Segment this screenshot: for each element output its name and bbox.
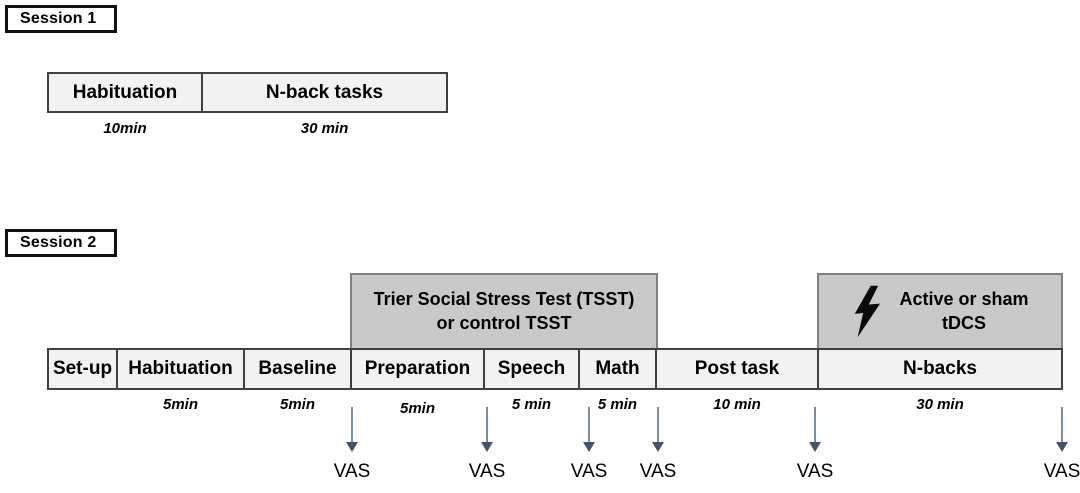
- vas-label: VAS: [570, 461, 608, 482]
- block-nback-tasks-s1: N-back tasks: [201, 72, 448, 113]
- vas-label: VAS: [468, 461, 506, 482]
- overlay-tdcs: Active or sham tDCS: [817, 273, 1063, 350]
- down-arrow-icon: [346, 407, 358, 452]
- lightning-bolt-icon: [855, 285, 881, 337]
- duration-n-backs: 30 min: [916, 396, 964, 413]
- down-arrow-icon: [652, 407, 664, 452]
- down-arrow-icon: [583, 407, 595, 452]
- block-label: N-back tasks: [265, 81, 384, 103]
- overlay-tsst: Trier Social Stress Test (TSST) or contr…: [350, 273, 658, 350]
- block-label: Math: [595, 358, 640, 379]
- block-label: Post task: [694, 358, 780, 379]
- down-arrow-icon: [1056, 407, 1068, 452]
- duration-math: 5 min: [597, 396, 638, 413]
- duration-habituation-s1: 10min: [103, 120, 147, 137]
- block-habituation-s1: Habituation: [47, 72, 203, 113]
- block-label: Set-up: [52, 358, 113, 379]
- down-arrow-icon: [481, 407, 493, 452]
- block-label: Habituation: [128, 358, 233, 379]
- block-baseline: Baseline: [243, 348, 352, 390]
- tdcs-label: Active or sham tDCS: [899, 289, 1029, 333]
- vas-marker: VAS: [463, 407, 511, 483]
- block-preparation: Preparation: [350, 348, 485, 390]
- block-speech: Speech: [483, 348, 580, 390]
- vas-marker: VAS: [634, 407, 682, 483]
- vas-marker: VAS: [328, 407, 376, 483]
- block-label: Preparation: [364, 358, 471, 379]
- vas-marker: VAS: [565, 407, 613, 483]
- vas-label: VAS: [1043, 461, 1080, 482]
- duration-preparation: 5min: [399, 400, 435, 417]
- down-arrow-icon: [809, 407, 821, 452]
- vas-label: VAS: [333, 461, 371, 482]
- block-set-up: Set-up: [47, 348, 118, 390]
- block-habituation-s2: Habituation: [116, 348, 245, 390]
- duration-habituation-s2: 5min: [162, 396, 198, 413]
- session1-title: Session 1: [20, 10, 97, 27]
- block-label: N-backs: [903, 358, 977, 379]
- session2-title: Session 2: [20, 234, 97, 251]
- vas-marker: VAS: [1038, 407, 1080, 483]
- duration-speech: 5 min: [511, 396, 552, 413]
- block-label: Baseline: [258, 358, 337, 379]
- duration-nback-tasks-s1: 30 min: [300, 120, 349, 137]
- block-math: Math: [578, 348, 657, 390]
- block-label: Habituation: [72, 81, 178, 103]
- duration-post-task: 10 min: [713, 396, 761, 413]
- vas-marker: VAS: [791, 407, 839, 483]
- session2-title-box: Session 2: [5, 229, 117, 257]
- vas-label: VAS: [796, 461, 834, 482]
- duration-baseline: 5min: [279, 396, 315, 413]
- block-label: Speech: [497, 358, 566, 379]
- vas-label: VAS: [639, 461, 677, 482]
- session1-title-box: Session 1: [5, 5, 117, 33]
- block-n-backs: N-backs: [817, 348, 1063, 390]
- tsst-label: Trier Social Stress Test (TSST) or contr…: [373, 289, 635, 333]
- block-post-task: Post task: [655, 348, 819, 390]
